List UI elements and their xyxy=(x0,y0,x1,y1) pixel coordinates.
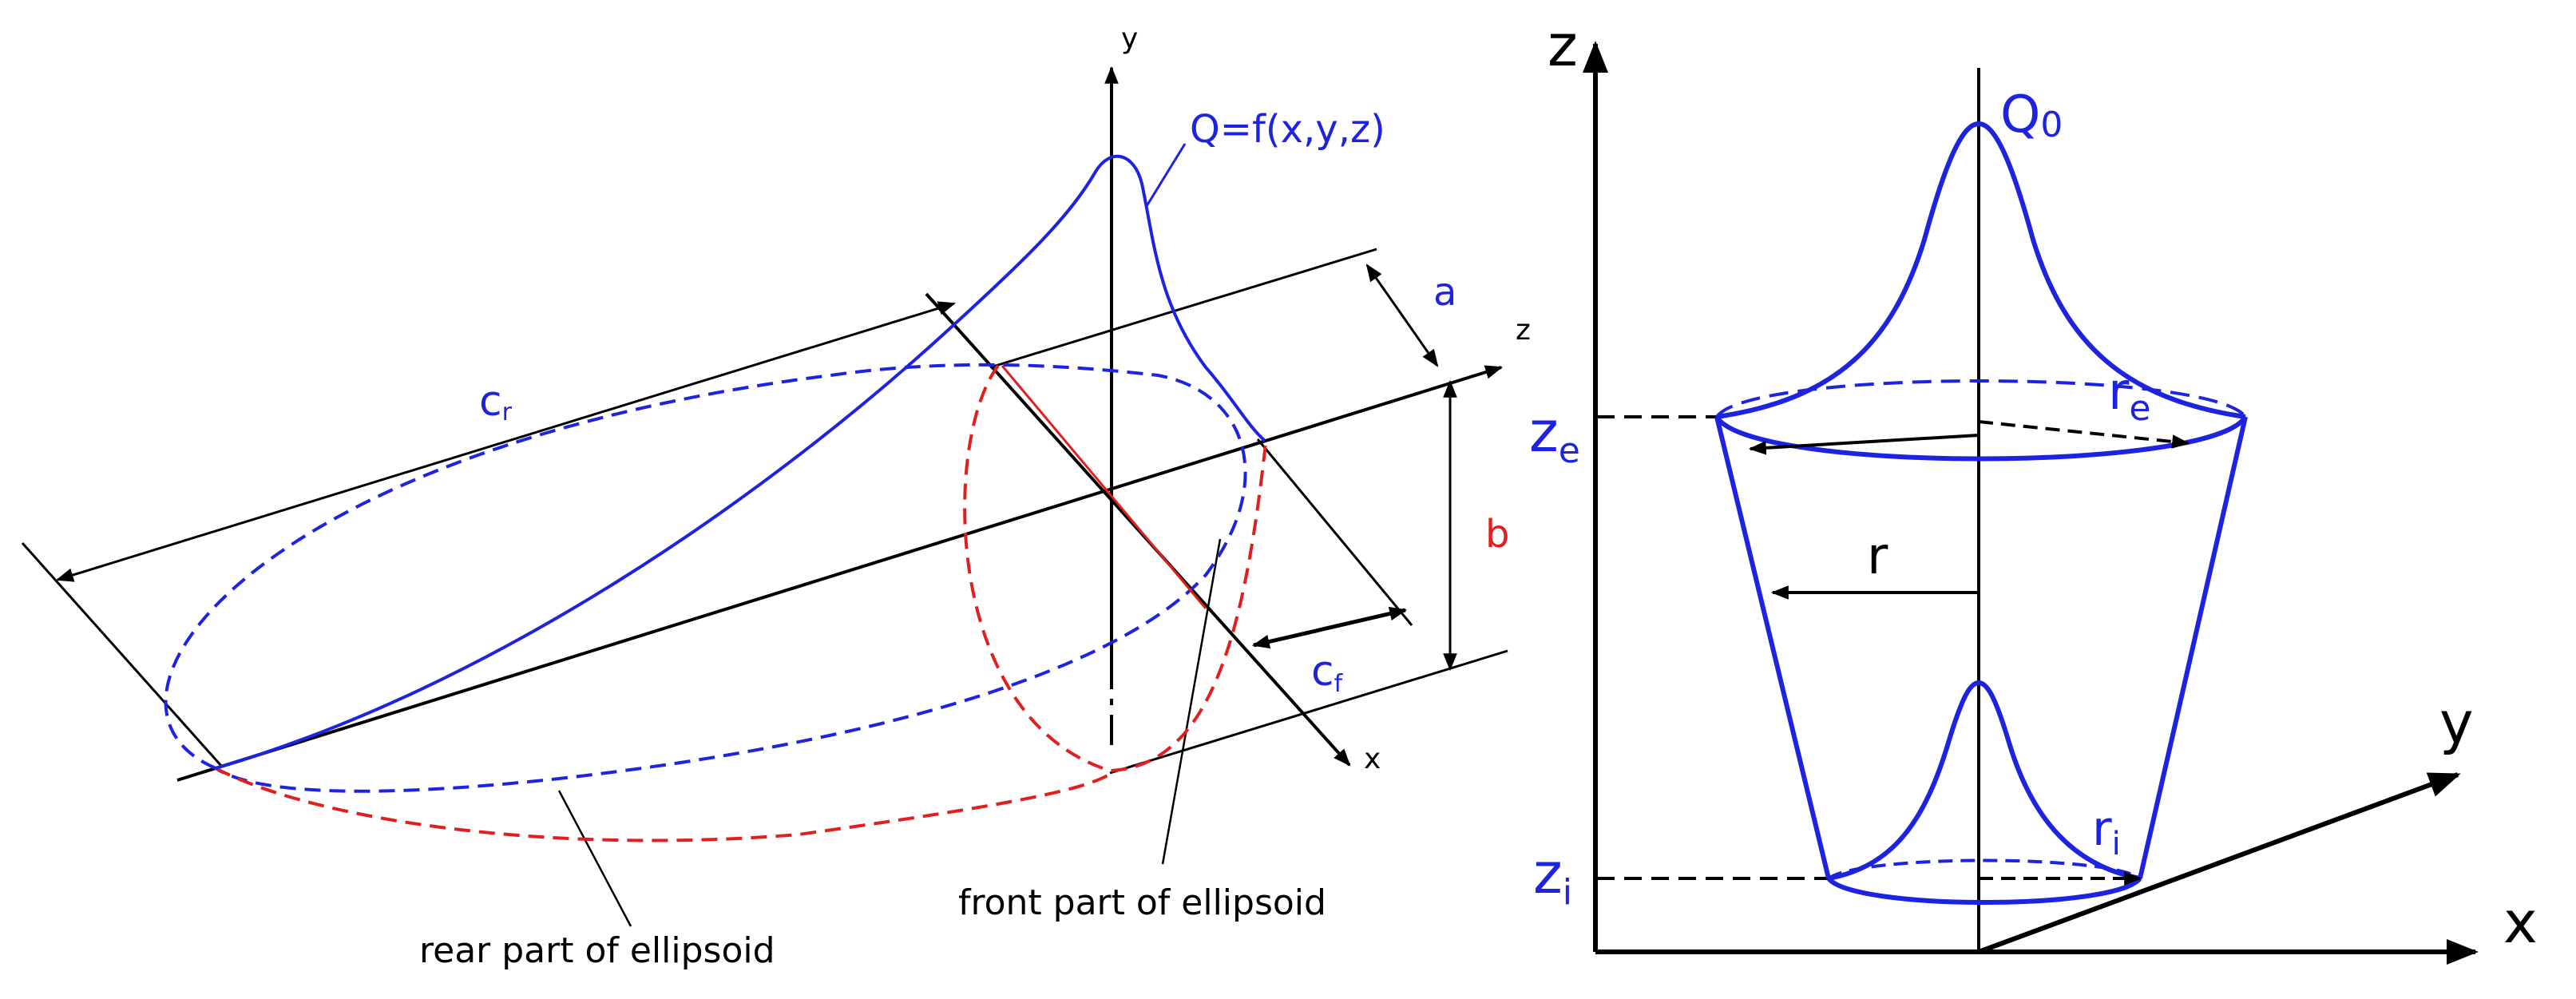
front-ellipsoid-upper-curve xyxy=(963,364,1267,773)
re-radius-dash-arrow xyxy=(1978,420,2190,449)
cone-top-ellipse-front xyxy=(1714,415,2248,462)
cone-right-side xyxy=(2138,416,2248,879)
cone-bottom-ellipse-front xyxy=(1826,876,2142,905)
front-ellipsoid-label: front part of ellipsoid xyxy=(958,882,1326,923)
re-label: re xyxy=(2108,363,2150,429)
front-section-red-line xyxy=(1001,365,1207,609)
ze-label: ze xyxy=(1529,399,1580,471)
re-radius-solid-arrow xyxy=(1748,434,1980,455)
right-y-axis-label: y xyxy=(2439,689,2474,756)
right-x-axis-label: x xyxy=(2503,889,2538,956)
cf-dimension-label: cf xyxy=(1311,648,1344,698)
left-y-axis-label: y xyxy=(1121,22,1138,55)
conical-source-diagram: z x y Q0 ze zi re ri r xyxy=(1529,12,2538,965)
heat-flux-curve xyxy=(215,154,1266,770)
rear-label-leader xyxy=(557,790,632,927)
b-dimension-label: b xyxy=(1485,512,1509,557)
function-label-leader xyxy=(1145,143,1187,207)
right-z-axis-label: z xyxy=(1548,12,1578,79)
lower-gaussian-curve xyxy=(1828,680,2141,881)
cone-left-side xyxy=(1714,416,1831,879)
bottom-reference-line xyxy=(1109,649,1508,775)
upper-gaussian-curve xyxy=(1716,121,2246,419)
peak-q0-label: Q0 xyxy=(2000,85,2063,145)
left-z-axis-label: z xyxy=(1516,314,1531,347)
ri-label: ri xyxy=(2092,801,2121,862)
zi-label: zi xyxy=(1533,841,1572,913)
a-dimension-label: a xyxy=(1433,270,1456,315)
cf-dimension-arrow xyxy=(1251,606,1408,649)
top-reference-line xyxy=(989,248,1377,369)
double-ellipsoid-diagram: y z x Q=f(x,y,z) a b cr cf front part of… xyxy=(21,22,1531,971)
heat-function-label: Q=f(x,y,z) xyxy=(1190,107,1385,152)
right-y-axis-line xyxy=(1977,772,2461,954)
front-extent-line xyxy=(1256,438,1413,626)
z-axis-line xyxy=(176,365,1504,782)
rear-ellipsoid-label: rear part of ellipsoid xyxy=(419,930,775,971)
cr-dimension-arrow xyxy=(55,301,957,582)
left-x-axis-label: x xyxy=(1364,743,1381,775)
front-label-leader xyxy=(1161,538,1222,865)
a-dimension-arrow xyxy=(1365,264,1439,367)
cr-dimension-label: cr xyxy=(479,378,513,426)
rear-extent-line xyxy=(21,542,224,767)
rear-ellipsoid-curve xyxy=(164,363,1247,793)
cone-top-ellipse-back xyxy=(1715,379,2247,418)
front-ellipsoid-lower-curve xyxy=(215,767,1113,842)
r-label: r xyxy=(1867,527,1888,586)
